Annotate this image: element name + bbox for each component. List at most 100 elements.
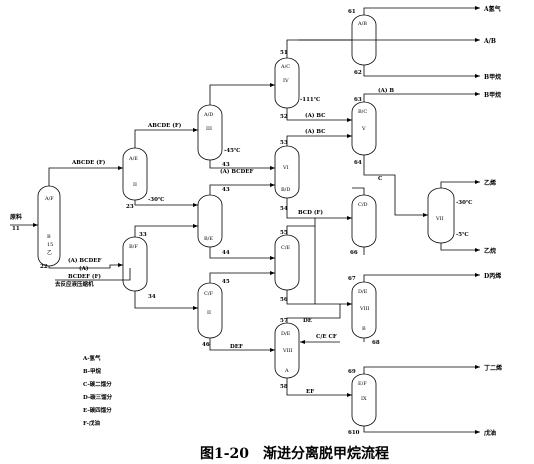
pipes	[10, 7, 480, 433]
legend-item-f: F-戊油	[83, 419, 100, 427]
annot-a-b: (A) B	[378, 87, 394, 94]
column-ad-roman: III	[206, 126, 212, 132]
product-propylene: D丙烯	[484, 272, 501, 280]
annot-bcd-f: BCD (F)	[298, 209, 323, 216]
product-c5: 戊油	[483, 429, 496, 437]
column-ef-roman: IX	[361, 396, 367, 402]
annot-cde-cf: C/E CF	[316, 334, 337, 340]
column-bf-label: B/F	[129, 244, 138, 250]
column-bc: B/C V	[351, 101, 377, 156]
product-methane-1: B甲烷	[484, 73, 501, 81]
stream-67: 67	[348, 276, 356, 282]
annot-a-bc: (A) BC	[305, 112, 326, 119]
feed-label: 原料	[10, 213, 22, 221]
column-de-a-sub: A	[284, 368, 289, 374]
column-vii: VII	[427, 187, 455, 244]
stream-11: 11	[12, 226, 20, 232]
stream-63: 63	[354, 97, 362, 103]
stream-51: 51	[280, 50, 288, 56]
column-bc-roman: V	[361, 126, 366, 132]
column-ce-label: C/E	[281, 245, 291, 251]
stream-53: 53	[280, 140, 288, 146]
product-methane-2: B甲烷	[484, 91, 501, 99]
column-cd-label: C/D	[358, 202, 368, 208]
column-cf: C/F II	[197, 282, 223, 339]
column-bf: B/F	[122, 236, 148, 292]
stream-34: 34	[148, 294, 156, 300]
stream-58: 58	[280, 384, 288, 390]
products: A氢气 A/B B甲烷 B甲烷 乙烯 乙烷 D丙烯 丁二烯 戊油	[483, 5, 502, 437]
column-ad-label: A/D	[203, 112, 213, 118]
annot-abcde-f: ABCDE (F)	[71, 159, 106, 166]
stream-68: 68	[372, 340, 380, 346]
stream-44: 44	[222, 250, 230, 256]
stream-23: 23	[126, 204, 134, 210]
legend-item-d: D-碳三馏分	[83, 393, 113, 401]
product-ethylene: 乙烯	[484, 179, 496, 187]
column-de-a-roman: VIII	[282, 348, 293, 354]
stream-45: 45	[222, 279, 230, 285]
annot-ef: EF	[306, 389, 314, 395]
column-af-sub3: 乙	[47, 249, 52, 256]
column-ab-label: A/B	[357, 21, 367, 27]
annot-side-feed: 去反应液压缩机	[55, 280, 94, 288]
column-de-b-sub: B	[362, 326, 366, 332]
stream-labels: 原料 11 22 23 33 34 43 43 44 45 46 51 52 5…	[10, 9, 380, 436]
column-cf-roman: II	[207, 310, 211, 316]
annot-temp-45: -45℃	[224, 147, 241, 154]
stream-55: 55	[280, 230, 288, 236]
column-af-sub1: B	[47, 234, 51, 240]
product-ab: A/B	[483, 38, 496, 45]
stream-43b: 43	[222, 187, 230, 193]
annot-a: (A)	[79, 265, 89, 272]
stream-54: 54	[280, 206, 288, 212]
column-ce: C/E	[274, 234, 300, 291]
stream-56: 56	[280, 297, 288, 303]
stream-69: 69	[348, 369, 356, 375]
annot-def: DEF	[230, 344, 243, 350]
product-butadiene: 丁二烯	[484, 364, 502, 372]
column-de-b-label: D/E	[358, 289, 368, 295]
annot-temp-111: -111℃	[300, 96, 321, 103]
stream-52: 52	[280, 114, 288, 120]
column-vii-roman: VII	[435, 216, 444, 222]
column-ad: A/D III	[197, 104, 223, 161]
annotations: ABCDE (F) ABCDE (F) -30℃ -45℃ (A) BCDEF …	[55, 87, 473, 395]
figure-caption: 图1-20 渐进分离脱甲烷流程	[200, 445, 389, 462]
column-af-label: A/F	[44, 196, 54, 202]
stream-33: 33	[139, 232, 147, 238]
column-bc-label: B/C	[358, 109, 367, 115]
column-af-sub2: 15	[47, 242, 53, 248]
stream-22: 22	[40, 264, 48, 270]
column-ef: E/F IX	[351, 373, 377, 427]
column-be: B/E	[197, 194, 223, 248]
legend-item-c: C-碳二馏分	[83, 380, 112, 388]
stream-43: 43	[222, 162, 230, 168]
legend-item-a: A-氢气	[82, 354, 101, 362]
arrowheads	[33, 6, 480, 434]
annot-temp-30b: -30℃	[456, 199, 473, 206]
annot-temp-30: -30℃	[148, 196, 165, 203]
annot-a-bc2: (A) BC	[305, 128, 326, 135]
legend-item-b: B-甲烷	[83, 367, 102, 375]
annot-temp-5: -5℃	[456, 231, 469, 238]
column-ac: A/C IV	[274, 57, 300, 109]
column-de-b: D/E VIII B	[351, 281, 377, 339]
column-ac-label: A/C	[280, 64, 290, 70]
annot-c: C	[378, 176, 383, 182]
column-bd-roman: VI	[282, 165, 289, 171]
legend-item-e: E-碳四馏分	[83, 406, 112, 414]
column-ac-roman: IV	[283, 78, 289, 84]
column-cd: C/D	[351, 194, 377, 248]
annot-de: DE	[303, 318, 312, 324]
column-af: A/F B 15 乙	[37, 185, 61, 267]
annot-abcde-f2: ABCDE (F)	[147, 122, 182, 129]
column-de-a: D/E VIII A	[274, 322, 300, 379]
column-ae: A/E II	[122, 147, 148, 201]
stream-61: 61	[348, 9, 356, 15]
stream-62: 62	[354, 70, 362, 76]
column-bd: VI B/D	[274, 145, 300, 199]
column-ef-label: E/F	[358, 381, 367, 387]
column-ae-label: A/E	[128, 156, 138, 162]
